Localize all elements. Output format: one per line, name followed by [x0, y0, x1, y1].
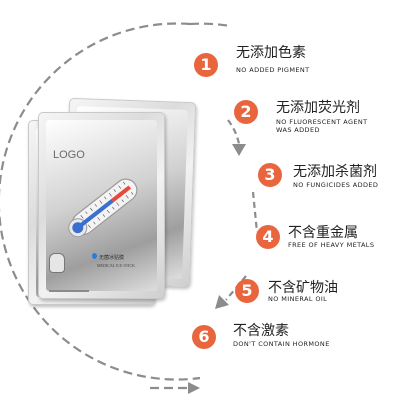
feature-title-cn: 无添加荧光剂 [276, 100, 360, 116]
arrow-head-icon [232, 144, 246, 156]
water-drop-icon [92, 253, 97, 259]
pack-brand-line [49, 290, 89, 292]
feature-subtitle-en: DON'T CONTAIN HORMONE [233, 340, 330, 348]
arrow-head-icon [215, 295, 229, 309]
feature-subtitle-en: NO FLUORESCENT AGENT [276, 118, 368, 126]
feature-title-cn: 不含矿物油 [268, 280, 338, 296]
feature-number-badge: 4 [256, 225, 280, 249]
feature-subtitle-en: NO ADDED PIGMENT [236, 66, 310, 74]
feature-subtitle-en-line2: WAS ADDED [276, 126, 320, 134]
pack-logo: LOGO [53, 149, 85, 161]
feature-title-cn: 不含重金属 [288, 225, 358, 241]
arrow-head-icon [188, 382, 200, 394]
feature-number-badge: 3 [258, 163, 282, 187]
thermometer-icon [68, 178, 138, 238]
pack-product-name: MEDICAL ICE STICK [97, 263, 136, 268]
feature-title-cn: 无添加杀菌剂 [293, 164, 377, 180]
feature-subtitle-en: FREE OF HEAVY METALS [288, 241, 375, 249]
feature-number-badge: 2 [234, 100, 258, 124]
feature-subtitle-en: NO FUNGICIDES ADDED [293, 181, 379, 189]
pack-badge-text: 无菌冰贴膜 [99, 255, 125, 261]
feature-number-badge: 5 [235, 279, 259, 303]
face-mark-icon [49, 253, 65, 273]
feature-number-badge: 6 [192, 325, 216, 349]
feature-number-badge: 1 [194, 53, 218, 77]
feature-subtitle-en: NO MINERAL OIL [268, 295, 328, 303]
product-pack-front: LOGO [38, 112, 165, 299]
feature-title-cn: 不含激素 [233, 323, 289, 339]
feature-title-cn: 无添加色素 [236, 45, 306, 61]
